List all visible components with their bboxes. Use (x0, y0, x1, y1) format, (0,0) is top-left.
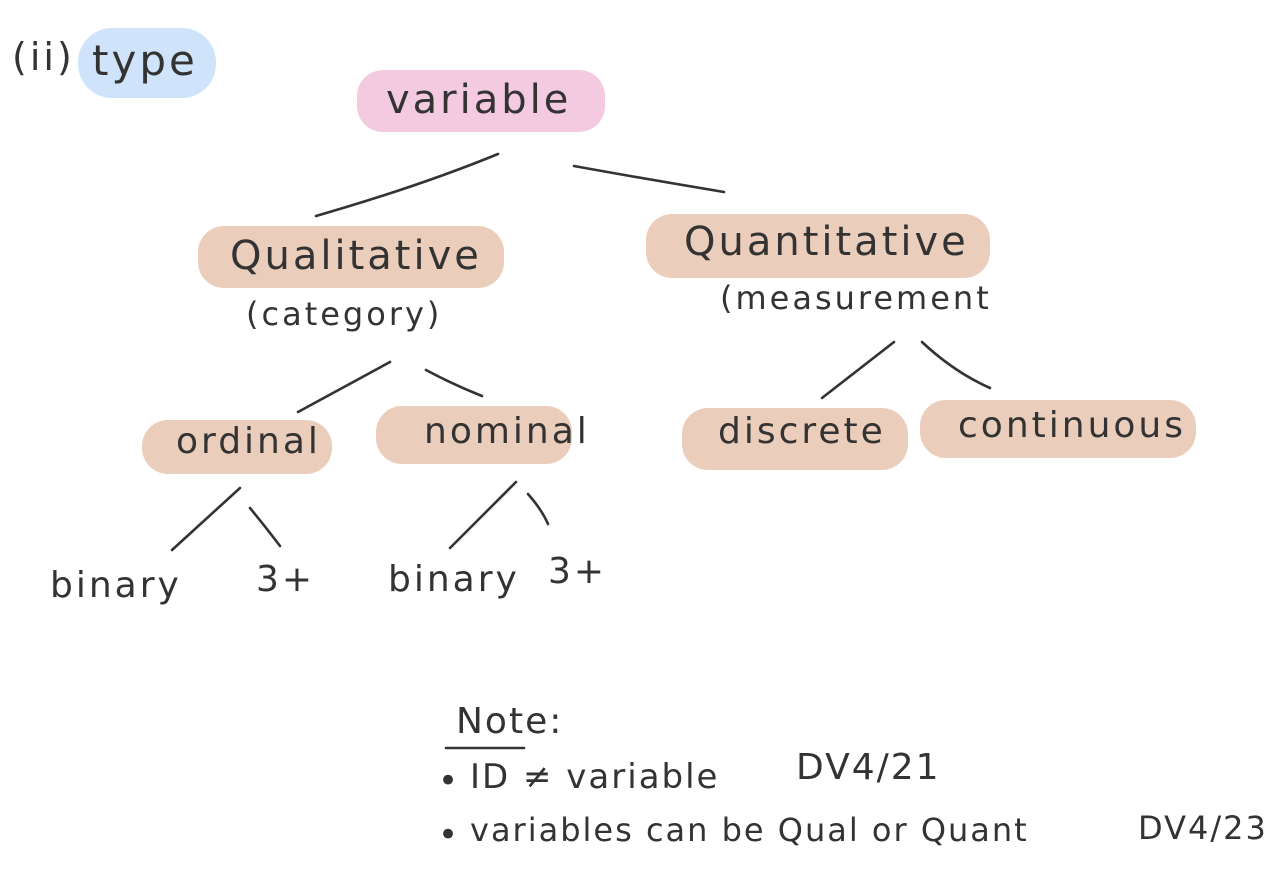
edge-nominal-3plus (526, 492, 550, 526)
discrete-highlight (682, 408, 908, 470)
note-title: Note: (456, 701, 564, 742)
qualitative-highlight (198, 226, 504, 288)
ordinal-highlight (142, 420, 332, 474)
edge-ordinal-3plus (248, 506, 282, 548)
type-highlight (78, 28, 216, 98)
edge-quantitative-continuous (920, 340, 992, 390)
edge-variable-qualitative (314, 152, 500, 218)
edge-nominal-binary (448, 480, 518, 550)
continuous-node: continuous (958, 405, 1186, 446)
note-bullet-1: • (438, 761, 461, 801)
nominal-highlight (376, 406, 572, 464)
quantitative-highlight (646, 214, 990, 278)
note-item-2-text: variables can be Qual or Quant (470, 811, 1029, 849)
qualitative-node: Qualitative (230, 233, 482, 279)
quantitative-subtitle: (measurement (720, 279, 992, 317)
section-tag: type (92, 36, 198, 85)
ordinal-3plus-leaf: 3+ (256, 559, 316, 600)
nominal-3plus-leaf: 3+ (548, 551, 608, 592)
edge-variable-quantitative (572, 164, 726, 194)
section-number: (ii) (12, 35, 75, 79)
note-item-1-text: ID ≠ variable (470, 757, 720, 797)
ordinal-node: ordinal (176, 421, 321, 462)
root-node: variable (386, 77, 572, 123)
note-bullet-2: • (438, 815, 461, 855)
variable-highlight (357, 70, 605, 132)
note-item-2-ref: DV4/23 (1138, 809, 1268, 847)
nominal-node: nominal (424, 411, 590, 452)
nominal-binary-leaf: binary (388, 559, 520, 600)
edge-quantitative-discrete (820, 340, 896, 400)
edge-ordinal-binary (170, 486, 242, 552)
edge-qualitative-nominal (424, 368, 484, 398)
quantitative-node: Quantitative (684, 219, 969, 265)
ordinal-binary-leaf: binary (50, 565, 182, 606)
continuous-highlight (920, 400, 1196, 458)
note-item-1-ref: DV4/21 (796, 747, 941, 788)
edge-qualitative-ordinal (296, 360, 392, 414)
discrete-node: discrete (718, 411, 886, 452)
qualitative-subtitle: (category) (246, 295, 443, 333)
